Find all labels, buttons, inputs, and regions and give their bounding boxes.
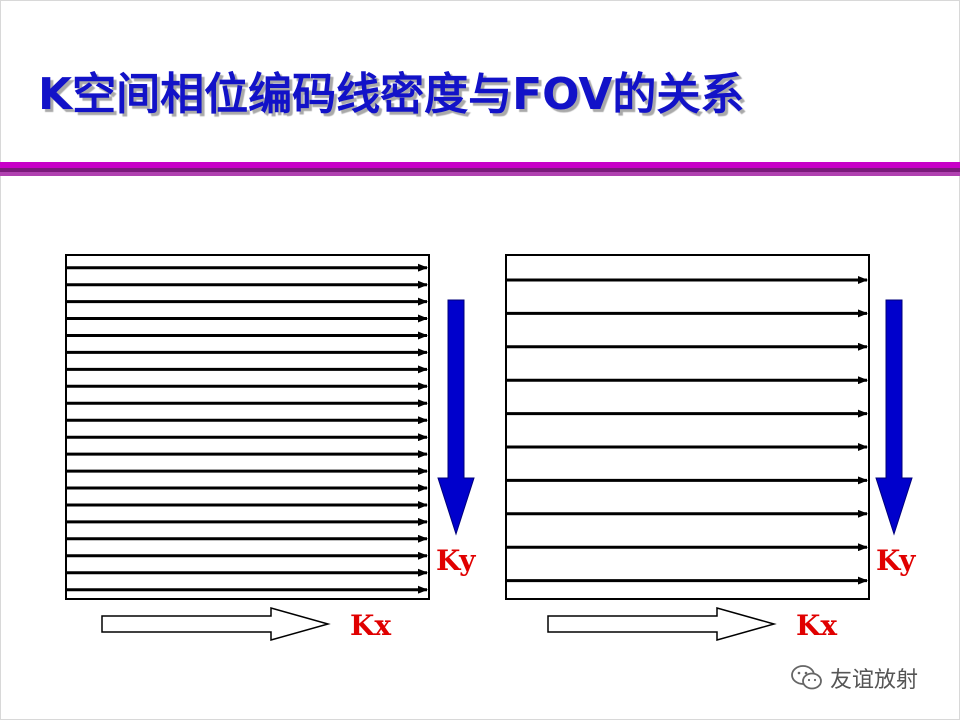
- ky-direction-arrow: [875, 299, 913, 536]
- ky-label: Ky: [876, 544, 916, 577]
- k-space-panel-dense: Ky Kx: [65, 254, 476, 642]
- kx-label: Kx: [796, 609, 837, 642]
- phase-encoding-lines: [66, 263, 428, 594]
- kx-direction-arrow: [547, 607, 777, 641]
- wechat-icon: [791, 665, 822, 690]
- watermark: 友谊放射: [790, 662, 918, 694]
- k-space-box: [65, 254, 430, 600]
- ky-direction-arrow: [437, 299, 475, 536]
- title-divider-top: [0, 162, 960, 168]
- slide-title: K空间相位编码线密度与FOV的关系: [38, 69, 745, 120]
- title-divider-bottom: [0, 172, 960, 176]
- watermark-text: 友谊放射: [830, 668, 919, 693]
- kx-direction-arrow: [101, 607, 331, 641]
- phase-encoding-lines: [506, 276, 868, 585]
- kx-label: Kx: [350, 609, 391, 642]
- k-space-panel-sparse: Ky Kx: [505, 254, 916, 642]
- title-divider-mid: [0, 168, 960, 172]
- ky-label: Ky: [436, 544, 476, 577]
